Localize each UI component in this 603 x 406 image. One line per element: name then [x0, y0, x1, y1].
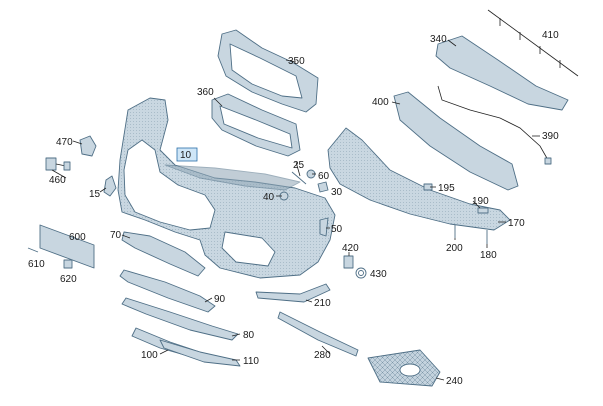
callout-110: 110 [243, 356, 259, 367]
callout-170: 170 [508, 218, 525, 229]
callout-410: 410 [542, 30, 559, 41]
callout-15: 15 [89, 189, 101, 200]
grille-insert-part-360 [211, 93, 301, 157]
highlighted-callout-box [176, 147, 198, 162]
callout-400: 400 [372, 97, 389, 108]
trim-part-80 [121, 297, 239, 341]
screw-part-610 [27, 247, 39, 253]
callout-390: 390 [542, 131, 559, 142]
callout-240: 240 [446, 376, 463, 387]
callout-350: 350 [288, 56, 305, 67]
callout-190: 190 [472, 196, 489, 207]
callout-360: 360 [197, 87, 214, 98]
intake-grille-part-240 [367, 349, 441, 387]
plate-holder-part-600 [39, 224, 95, 269]
reinforcement-part-400 [393, 91, 519, 191]
callout-420: 420 [342, 243, 359, 254]
callout-200: 200 [446, 243, 463, 254]
callout-610: 610 [28, 259, 45, 270]
callout-280: 280 [314, 350, 331, 361]
undertray-part-170 [327, 127, 511, 231]
callout-30: 30 [331, 187, 343, 198]
trim-part-210 [255, 283, 331, 303]
callout-60: 60 [318, 171, 330, 182]
trim-part-90 [119, 269, 216, 313]
callout-340: 340 [430, 34, 447, 45]
callout-180: 180 [480, 250, 497, 261]
callout-210: 210 [314, 298, 331, 309]
callout-195: 195 [438, 183, 455, 194]
bracket-part-410 [487, 9, 579, 77]
clip-part-50 [319, 217, 329, 237]
callout-50: 50 [331, 224, 343, 235]
callout-100: 100 [141, 350, 158, 361]
callout-460: 460 [49, 175, 66, 186]
callout-90: 90 [214, 294, 226, 305]
callout-470: 470 [56, 137, 73, 148]
sensor-part-460 [45, 157, 71, 171]
clip-part-30 [317, 181, 329, 193]
wiring-part-390 [437, 85, 552, 165]
ring-part-430 [355, 267, 367, 279]
callout-labels: 470 460 15 600 610 620 70 90 80 100 110 … [28, 30, 559, 387]
callout-40: 40 [263, 192, 275, 203]
trim-part-70 [121, 231, 206, 277]
grille-frame-part-350 [217, 29, 319, 113]
leader-lines [51, 39, 540, 381]
clip-part-25 [291, 171, 307, 185]
clip-part-15 [103, 175, 117, 197]
bumper-cover-part [117, 97, 336, 279]
bracket-part-470 [79, 135, 97, 157]
callout-10: 10 [180, 150, 192, 161]
callout-600: 600 [69, 232, 86, 243]
clip-part-190 [477, 207, 489, 214]
nut-part-620 [63, 259, 73, 269]
trim-part-110 [159, 339, 241, 367]
absorber-part-340 [435, 35, 569, 111]
callout-25: 25 [293, 160, 305, 171]
sensor-part-420 [343, 255, 354, 269]
callout-620: 620 [60, 274, 77, 285]
trim-part-280 [277, 311, 359, 357]
callout-430: 430 [370, 269, 387, 280]
callout-70: 70 [110, 230, 122, 241]
callout-80: 80 [243, 330, 255, 341]
